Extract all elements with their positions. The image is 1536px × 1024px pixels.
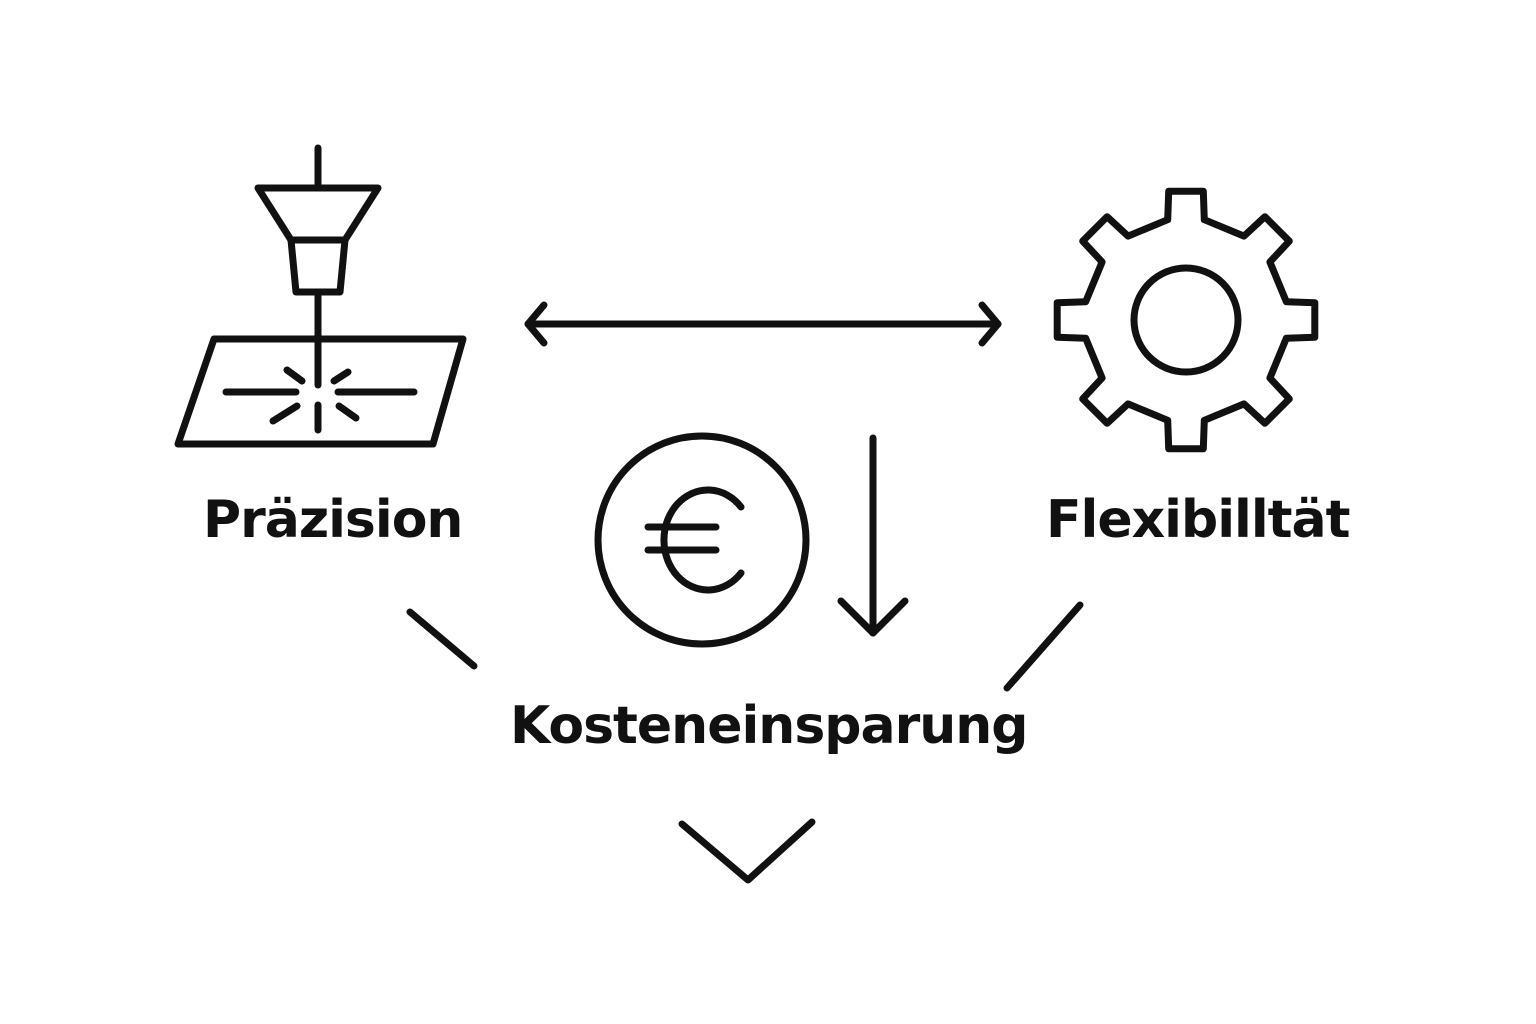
gear-icon — [1053, 187, 1319, 453]
euro-coin-icon — [594, 432, 810, 648]
precision-label: Präzision — [203, 490, 463, 550]
left-diagonal-connector — [406, 608, 478, 670]
cost-savings-label: Kosteneinsparung — [510, 696, 1028, 756]
laser-cutter-icon — [174, 144, 467, 448]
down-arrow-connector — [837, 434, 909, 637]
double-arrow-connector — [524, 301, 1002, 347]
right-diagonal-connector — [1003, 601, 1084, 692]
flexibility-label: Flexibilltät — [1046, 490, 1350, 550]
chevron-down-icon — [678, 818, 816, 884]
